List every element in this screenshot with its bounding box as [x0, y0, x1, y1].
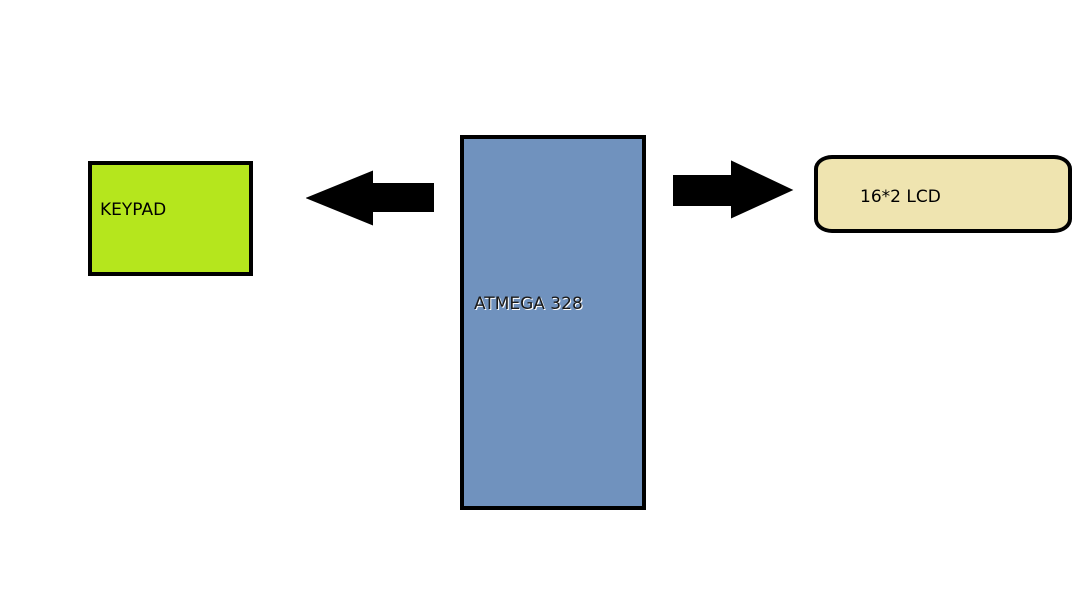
arrow-left-icon [306, 170, 434, 226]
atmega-block: ATMEGA 328 [460, 135, 646, 510]
lcd-block: 16*2 LCD [814, 155, 1072, 233]
arrow-right-icon [673, 160, 794, 219]
keypad-block: KEYPAD [88, 161, 253, 276]
keypad-label: KEYPAD [100, 200, 167, 220]
lcd-label: 16*2 LCD [860, 187, 941, 207]
arrow-to-lcd [673, 160, 794, 219]
arrow-to-keypad [306, 170, 434, 226]
atmega-label: ATMEGA 328 [474, 294, 583, 314]
